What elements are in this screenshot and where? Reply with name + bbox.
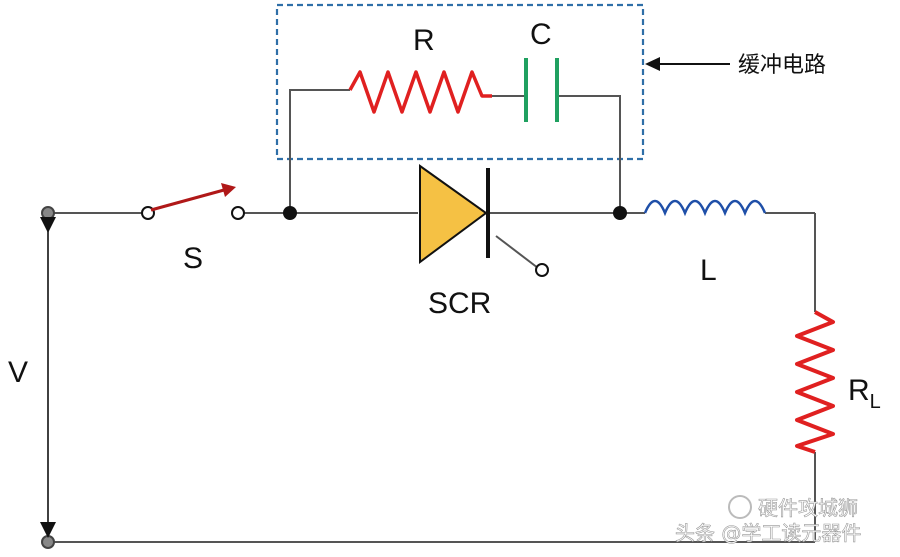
label-scr: SCR — [428, 287, 491, 320]
watermark-line2: 头条 @学工读元器件 — [675, 521, 861, 545]
junction-left — [283, 206, 297, 220]
snubber-dashed-box — [275, 3, 645, 161]
label-l: L — [700, 254, 717, 287]
label-rl-main: R — [848, 374, 870, 407]
label-r: R — [413, 24, 435, 57]
label-snubber: 缓冲电路 — [738, 53, 826, 78]
watermark: 硬件攻城狮 头条 @学工读元器件 — [675, 495, 862, 545]
label-v: V — [8, 356, 28, 389]
switch-arrowhead — [221, 183, 236, 197]
switch-s — [141, 183, 245, 220]
resistor-r — [348, 70, 492, 114]
circuit-wires — [48, 89, 816, 543]
scr-gate-terminal — [535, 263, 549, 277]
load-resistor-rl — [795, 310, 835, 454]
terminal-top — [41, 206, 55, 220]
label-rl: RL — [848, 374, 881, 413]
junction-right — [613, 206, 627, 220]
terminal-bottom — [41, 535, 55, 549]
wechat-icon — [728, 495, 752, 519]
scr-thyristor — [419, 164, 549, 277]
capacitor-c — [524, 58, 559, 122]
label-c: C — [530, 18, 552, 51]
label-s: S — [183, 242, 203, 275]
label-rl-sub: L — [870, 391, 881, 413]
switch-arm — [150, 188, 225, 212]
watermark-line1: 硬件攻城狮 — [758, 496, 858, 520]
inductor-l — [643, 199, 767, 217]
